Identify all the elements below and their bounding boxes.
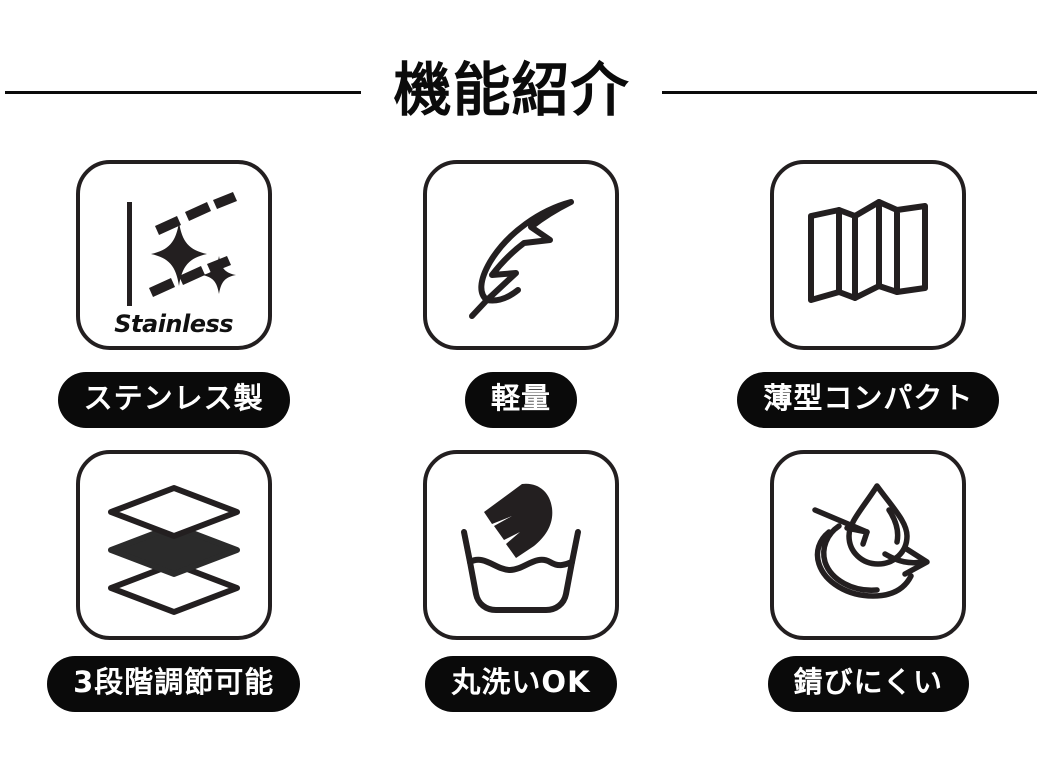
feature-cell-stainless: Stainless ステンレス製 — [0, 160, 347, 450]
stainless-shine-icon — [99, 180, 249, 330]
header-rule-right — [661, 90, 1037, 94]
feature-cell-adjustable: 3段階調節可能 — [0, 450, 347, 740]
feature-grid: Stainless ステンレス製 軽量 — [0, 160, 1042, 740]
feature-label-lightweight: 軽量 — [464, 372, 577, 428]
page-title: 機能紹介 — [393, 56, 630, 124]
feather-icon — [446, 180, 596, 330]
feature-label-stainless: ステンレス製 — [57, 372, 290, 428]
feature-cell-compact: 薄型コンパクト — [695, 160, 1042, 450]
water-repellent-droplet-icon — [793, 470, 943, 620]
feature-cell-washable: 丸洗いOK — [347, 450, 694, 740]
feature-cell-lightweight: 軽量 — [347, 160, 694, 450]
feature-label-adjustable: 3段階調節可能 — [47, 656, 301, 712]
feature-card-rustproof[interactable] — [770, 450, 967, 640]
feature-card-washable[interactable] — [422, 450, 619, 640]
feature-card-stainless[interactable]: Stainless — [75, 160, 272, 350]
feature-card-compact[interactable] — [770, 160, 967, 350]
feature-card-lightweight[interactable] — [422, 160, 619, 350]
hand-wash-basin-icon — [446, 470, 596, 620]
folded-panels-icon — [793, 180, 943, 330]
feature-label-compact: 薄型コンパクト — [737, 372, 1000, 428]
stainless-caption: Stainless — [114, 310, 234, 338]
header-rule-left — [5, 90, 362, 94]
feature-cell-rustproof: 錆びにくい — [695, 450, 1042, 740]
feature-card-adjustable[interactable] — [75, 450, 272, 640]
feature-label-washable: 丸洗いOK — [425, 656, 617, 712]
page-header: 機能紹介 — [0, 44, 1042, 140]
stacked-layers-icon — [99, 470, 249, 620]
feature-label-rustproof: 錆びにくい — [767, 656, 970, 712]
